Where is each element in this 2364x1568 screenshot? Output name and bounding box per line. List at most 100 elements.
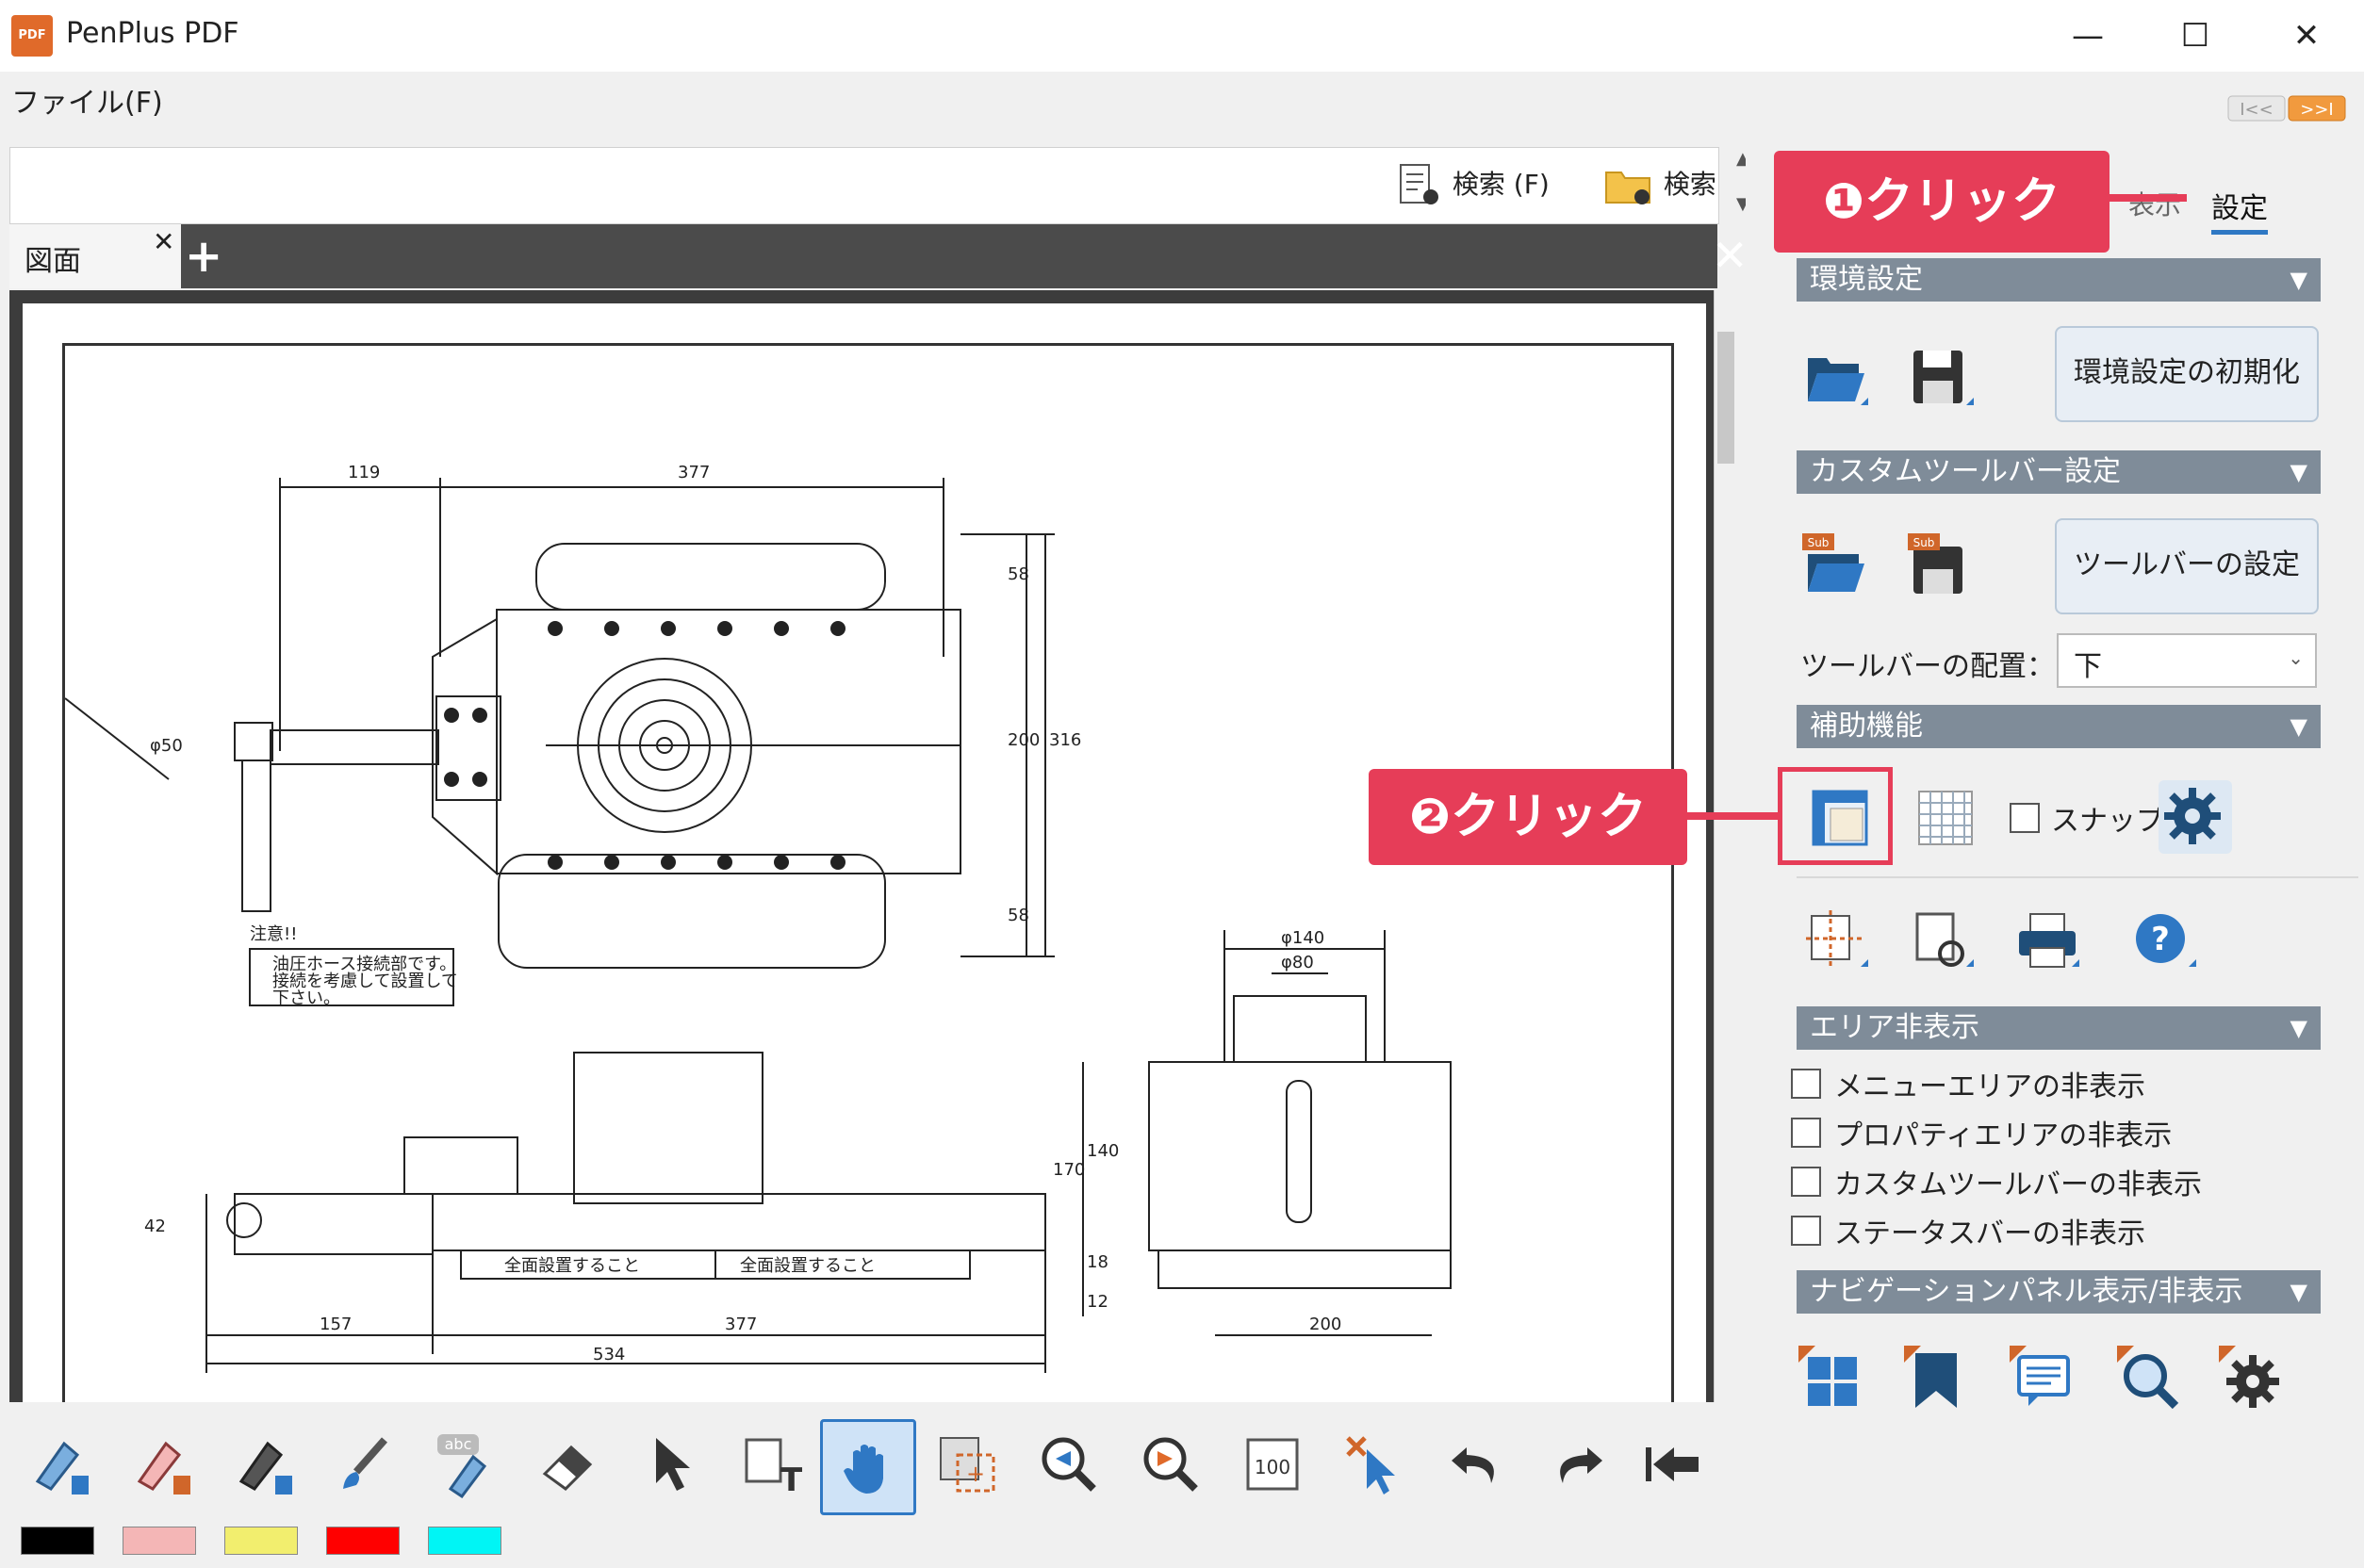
- document-search-icon: [1400, 164, 1438, 204]
- area-select-button[interactable]: +: [922, 1419, 1012, 1510]
- redo-button[interactable]: [1533, 1419, 1623, 1510]
- brush-icon: [343, 1437, 387, 1489]
- help-button[interactable]: ?: [2130, 906, 2198, 978]
- section-assist[interactable]: 補助機能▼: [1797, 705, 2321, 748]
- hide-custom-toolbar-checkbox[interactable]: [1791, 1167, 1821, 1197]
- dim-phi80: φ80: [1281, 953, 1314, 972]
- maximize-button[interactable]: ☐: [2180, 17, 2210, 55]
- dim-12: 12: [1087, 1292, 1108, 1312]
- marker-3-button[interactable]: [217, 1419, 307, 1510]
- minimize-button[interactable]: —: [2072, 17, 2104, 55]
- nav-bookmarks-button[interactable]: [1902, 1344, 1970, 1415]
- document-scrollbar-thumb[interactable]: [1717, 332, 1734, 464]
- marker-1-button[interactable]: [13, 1419, 104, 1510]
- section-custom-toolbar[interactable]: カスタムツールバー設定▼: [1797, 450, 2321, 494]
- zoom-100-button[interactable]: 100: [1227, 1419, 1318, 1510]
- panel-toggle-arrows[interactable]: I<< >>I: [2226, 94, 2349, 122]
- brush-button[interactable]: [319, 1419, 409, 1510]
- tab-drawing[interactable]: [9, 224, 181, 288]
- search-folder-button[interactable]: 検索: [1602, 156, 1716, 213]
- assist-settings-button[interactable]: [2159, 780, 2232, 854]
- plate-text-1: 全面設置すること: [504, 1256, 640, 1276]
- search-file-button[interactable]: 検索 (F): [1395, 156, 1550, 213]
- save-sub-toolbar-button[interactable]: Sub: [1908, 533, 1976, 605]
- color-swatch-yellow[interactable]: [224, 1527, 298, 1555]
- menu-bar: [0, 72, 2364, 143]
- dim-140: 140: [1087, 1141, 1119, 1161]
- ruler-button[interactable]: [1806, 784, 1874, 856]
- floppy-save-sub-icon: Sub: [1908, 533, 1962, 594]
- sub-badge: Sub: [1808, 536, 1830, 549]
- reset-settings-button[interactable]: 環境設定の初期化: [2055, 326, 2319, 422]
- select-arrow-button[interactable]: [624, 1419, 714, 1510]
- color-swatch-red[interactable]: [326, 1527, 400, 1555]
- title-bar: [0, 0, 2364, 72]
- hide-menu-area-checkbox[interactable]: [1791, 1069, 1821, 1099]
- marker-2-icon: [137, 1441, 190, 1494]
- menu-file[interactable]: ファイル(F): [11, 87, 163, 120]
- zoom-next-button[interactable]: [1125, 1419, 1216, 1510]
- area-select-icon: +: [940, 1437, 995, 1493]
- hide-status-bar-checkbox[interactable]: [1791, 1216, 1821, 1246]
- page-next-icon: [1143, 1437, 1198, 1492]
- section-environment-settings[interactable]: 環境設定▼: [1797, 258, 2321, 302]
- snap-checkbox[interactable]: [2010, 803, 2040, 833]
- tab-display[interactable]: 表示: [2128, 189, 2182, 220]
- undo-button[interactable]: [1431, 1419, 1521, 1510]
- print-button[interactable]: [2013, 906, 2081, 978]
- text-highlight-button[interactable]: abc: [420, 1419, 511, 1510]
- section-navigation-panel[interactable]: ナビゲーションパネル表示/非表示▼: [1797, 1270, 2321, 1314]
- callout-step-2: ❷クリック: [1369, 769, 1687, 865]
- cursor-delete-button[interactable]: [1329, 1419, 1420, 1510]
- hand-tool-button[interactable]: [820, 1419, 916, 1515]
- document-scrollbar[interactable]: [1714, 290, 1739, 1402]
- callout-step-1: ❶クリック: [1774, 151, 2110, 253]
- nav-search-button[interactable]: [2115, 1344, 2183, 1415]
- marker-2-button[interactable]: [115, 1419, 205, 1510]
- ruler-button-highlight: [1778, 767, 1893, 865]
- dim-170: 170: [1053, 1160, 1085, 1180]
- hide-status-bar-label: ステータスバーの非表示: [1834, 1217, 2145, 1250]
- tab-settings[interactable]: 設定: [2211, 185, 2268, 235]
- nav-thumbnails-button[interactable]: [1797, 1344, 1864, 1415]
- open-sub-toolbar-button[interactable]: Sub: [1802, 533, 1870, 605]
- marker-3-icon: [238, 1441, 292, 1494]
- thumbnails-icon: [1798, 1346, 1857, 1406]
- chevron-down-icon: ▼: [2290, 459, 2307, 485]
- chevron-down-icon: ▼: [2290, 1015, 2307, 1041]
- color-swatch-pink[interactable]: [123, 1527, 196, 1555]
- ruler-icon: [1812, 790, 1868, 846]
- toolbar-settings-button[interactable]: ツールバーの設定: [2055, 518, 2319, 614]
- page-refresh-icon: [1915, 912, 1974, 967]
- section-assist-label: 補助機能: [1810, 710, 1923, 743]
- zoom-prev-button[interactable]: [1024, 1419, 1114, 1510]
- close-document-button[interactable]: ✕: [1712, 230, 1748, 281]
- color-swatch-cyan[interactable]: [428, 1527, 501, 1555]
- nav-comments-button[interactable]: [2008, 1344, 2076, 1415]
- tab-close-icon[interactable]: ✕: [153, 226, 175, 257]
- nav-settings-button[interactable]: [2217, 1344, 2285, 1415]
- open-settings-button[interactable]: [1802, 345, 1870, 416]
- section-navigation-label: ナビゲーションパネル表示/非表示: [1810, 1275, 2243, 1308]
- eraser-button[interactable]: [522, 1419, 613, 1510]
- crop-button[interactable]: [1802, 906, 1870, 978]
- close-button[interactable]: ✕: [2292, 17, 2321, 55]
- help-icon: ?: [2136, 914, 2196, 967]
- hide-property-area-checkbox[interactable]: [1791, 1118, 1821, 1148]
- section-environment-label: 環境設定: [1810, 263, 1923, 296]
- tab-drawing-label: 図面: [25, 245, 81, 278]
- add-tab-button[interactable]: +: [185, 230, 223, 283]
- dim-42: 42: [144, 1217, 166, 1236]
- hide-property-area-label: プロパティエリアの非表示: [1834, 1119, 2173, 1152]
- hide-menu-area-label: メニューエリアの非表示: [1834, 1070, 2145, 1103]
- save-settings-button[interactable]: [1908, 345, 1976, 416]
- grid-button[interactable]: [1912, 784, 1979, 856]
- color-swatch-black[interactable]: [21, 1527, 94, 1555]
- toolbar-position-select[interactable]: 下 ⌄: [2057, 633, 2317, 688]
- section-area-hide[interactable]: エリア非表示▼: [1797, 1006, 2321, 1050]
- first-page-button[interactable]: [1627, 1419, 1717, 1510]
- folder-search-icon: [1605, 172, 1650, 204]
- cursor-delete-icon: [1346, 1436, 1395, 1494]
- text-tool-button[interactable]: T: [726, 1419, 816, 1510]
- page-refresh-button[interactable]: [1908, 906, 1976, 978]
